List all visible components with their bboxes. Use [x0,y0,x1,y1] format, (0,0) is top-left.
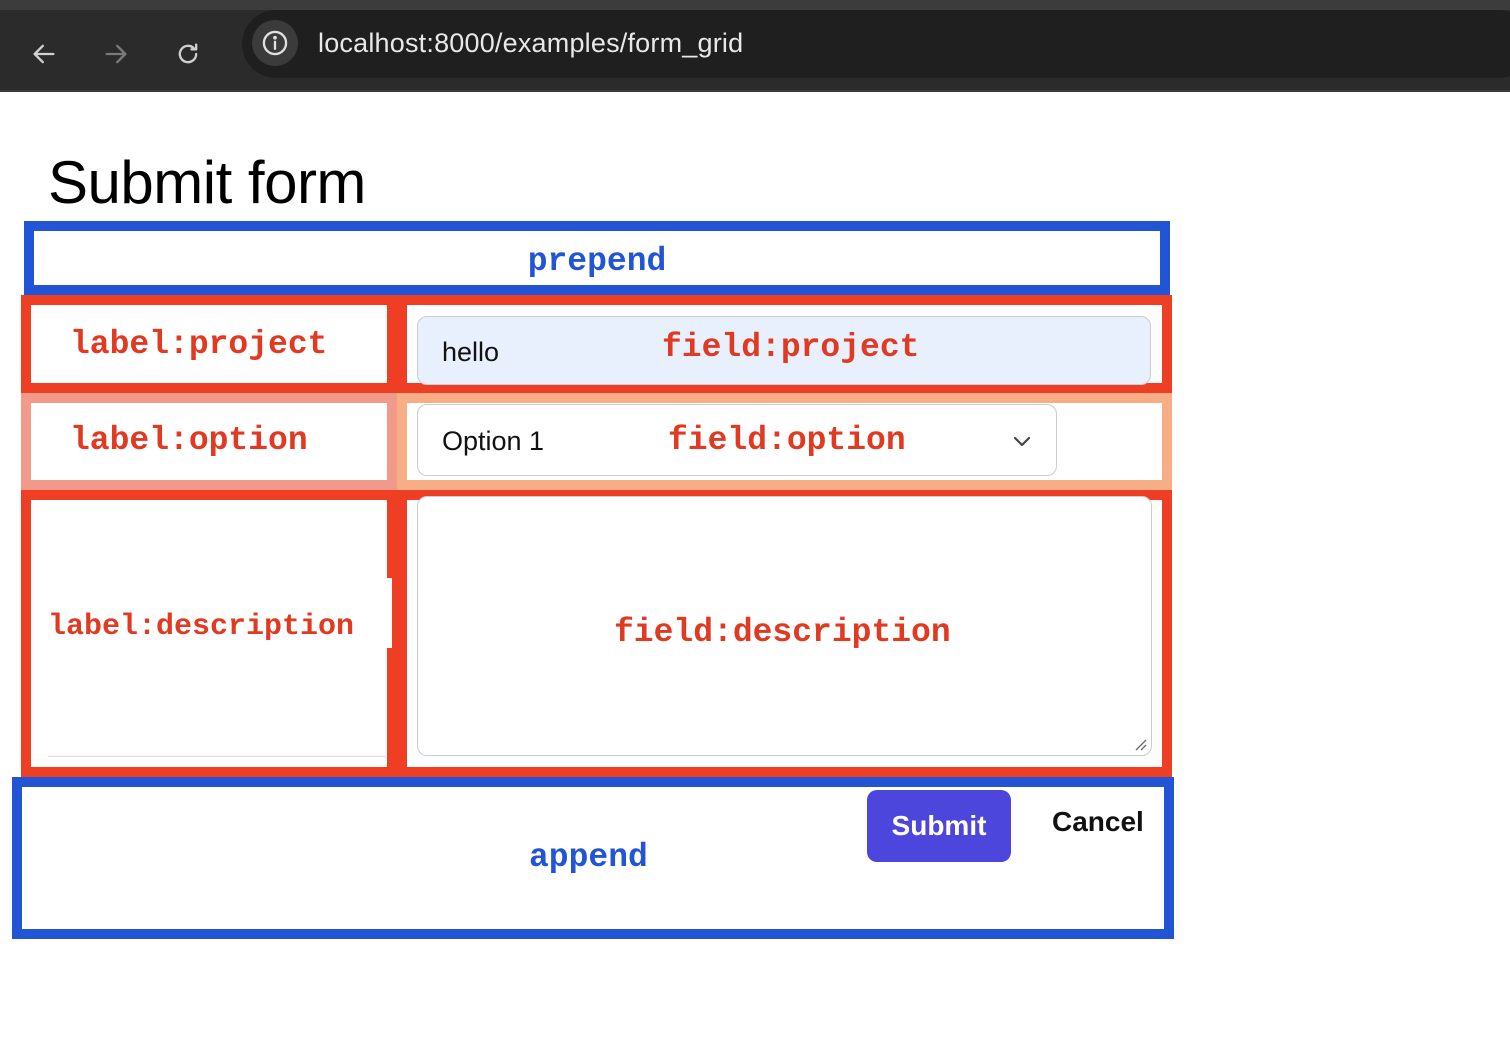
append-label: append [529,839,648,876]
address-url[interactable]: localhost:8000/examples/form_grid [318,28,744,58]
description-textarea[interactable] [417,496,1152,756]
project-input-value: hello [442,337,500,367]
description-label-divider [48,756,386,757]
append-region [12,777,1174,939]
submit-button[interactable]: Submit [867,790,1011,862]
project-field-tag: field:project [662,329,920,366]
info-icon [262,30,288,56]
project-label: label:project [70,326,328,363]
prepend-label: prepend [527,243,667,280]
reload-icon [178,43,198,64]
option-field-tag: field:option [668,422,906,459]
arrow-right-icon [105,44,127,64]
forward-button[interactable] [94,32,138,76]
project-input[interactable]: hello [417,316,1151,385]
address-bar[interactable]: localhost:8000/examples/form_grid [242,10,1510,78]
back-button[interactable] [22,32,66,76]
reload-button[interactable] [166,32,210,76]
option-select-value: Option 1 [442,426,545,456]
site-info-button[interactable] [252,20,298,66]
project-label-cell [31,305,387,383]
browser-toolbar: localhost:8000/examples/form_grid [0,0,1510,92]
description-label-cell [31,500,387,767]
cancel-button[interactable]: Cancel [1052,806,1144,837]
option-label: label:option [70,422,308,459]
chevron-down-icon [1013,436,1031,447]
page-title: Submit form [48,149,366,216]
prepend-region: prepend [24,221,1170,295]
description-field-tag: field:description [614,614,951,651]
arrow-left-icon [33,44,55,64]
resize-handle-icon[interactable] [1133,737,1147,751]
option-select[interactable]: Option 1 [417,404,1057,476]
description-label-overflow [380,578,392,648]
option-label-cell [31,403,387,480]
description-label: label:description [48,610,355,644]
